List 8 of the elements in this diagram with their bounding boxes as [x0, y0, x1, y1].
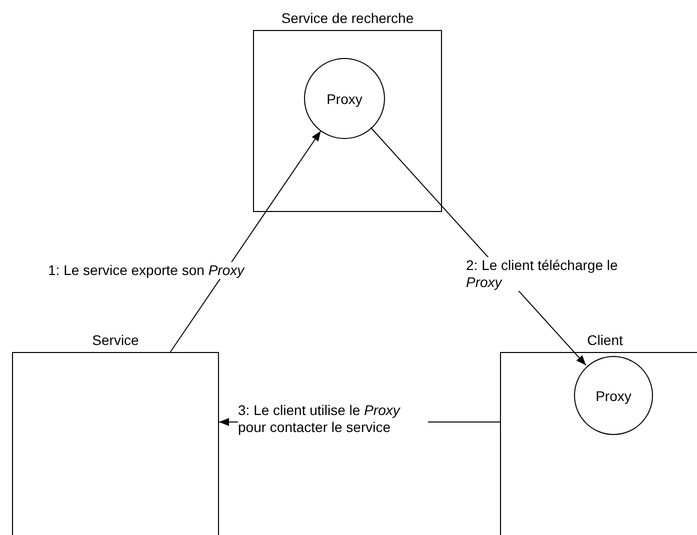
box-heading: Client: [586, 332, 624, 348]
node-label: Proxy: [596, 388, 632, 404]
edge-label: 1: Le service exporte son Proxy: [48, 262, 244, 279]
box-heading: Service de recherche: [280, 10, 415, 26]
edge-label: 3: Le client utilise le Proxy pour contacter le service: [238, 402, 428, 436]
arrow: [170, 130, 322, 352]
node-label: Proxy: [326, 90, 362, 106]
box-heading: Service: [91, 332, 140, 348]
